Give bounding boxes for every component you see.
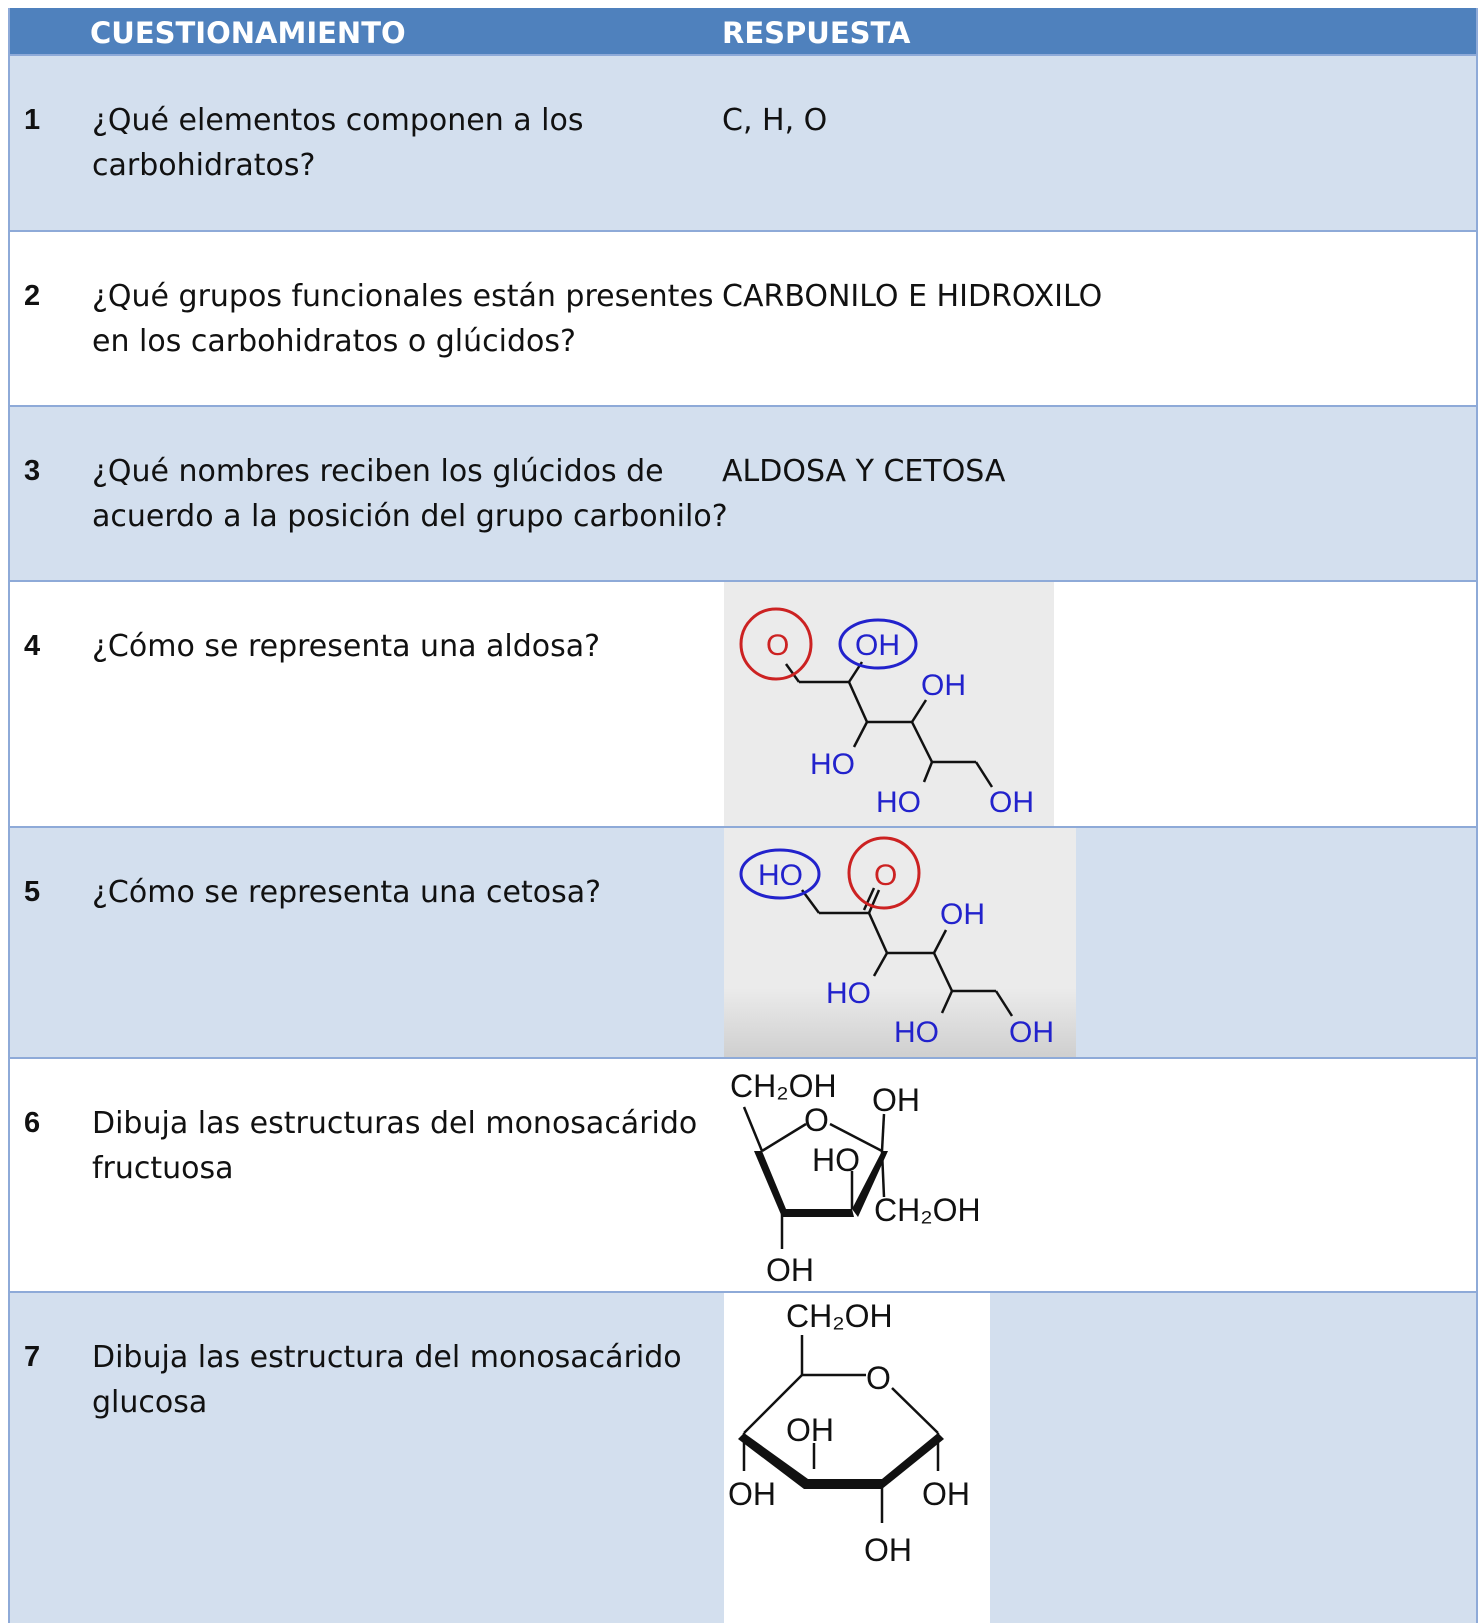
table-row-4: 4 ¿Cómo se representa una aldosa? bbox=[10, 580, 1476, 826]
table-row-7: 7 Dibuja las estructura del monosacárido… bbox=[10, 1291, 1476, 1623]
table-header: CUESTIONAMIENTO RESPUESTA bbox=[10, 8, 1476, 56]
hydroxyl-circle-icon bbox=[838, 618, 918, 670]
atom-label: HO bbox=[758, 859, 803, 892]
row-question: Dibuja las estructura del monosacárido g… bbox=[92, 1340, 682, 1420]
row-number: 3 bbox=[24, 455, 41, 487]
atom-label: OH bbox=[872, 1082, 920, 1118]
row-number: 6 bbox=[24, 1107, 41, 1139]
atom-label: HO bbox=[810, 748, 855, 781]
atom-label: HO bbox=[826, 977, 871, 1010]
atom-label: OH bbox=[864, 1532, 912, 1568]
row-question: ¿Qué elementos componen a los carbohidra… bbox=[92, 103, 584, 183]
atom-label: O bbox=[766, 629, 789, 662]
row-question: ¿Cómo se representa una cetosa? bbox=[92, 875, 602, 910]
questionnaire-table: CUESTIONAMIENTO RESPUESTA 1 ¿Qué element… bbox=[8, 8, 1478, 1623]
row-answer: CARBONILO E HIDROXILO bbox=[722, 279, 1103, 314]
atom-label: CH₂OH bbox=[786, 1298, 893, 1334]
row-question: ¿Cómo se representa una aldosa? bbox=[92, 629, 601, 664]
table-row-2: 2 ¿Qué grupos funcionales están presente… bbox=[10, 230, 1476, 405]
row-number: 4 bbox=[24, 630, 41, 662]
table-row-5: 5 ¿Cómo se representa una cetosa? bbox=[10, 826, 1476, 1057]
atom-label: OH bbox=[922, 1476, 970, 1512]
atom-label: CH₂OH bbox=[730, 1068, 837, 1104]
row-number: 2 bbox=[24, 280, 41, 312]
table-row-1: 1 ¿Qué elementos componen a los carbohid… bbox=[10, 54, 1476, 230]
atom-label: OH bbox=[1009, 1016, 1054, 1049]
atom-label: OH bbox=[766, 1252, 814, 1288]
atom-label: OH bbox=[855, 629, 900, 662]
atom-label: OH bbox=[728, 1476, 776, 1512]
atom-label: HO bbox=[894, 1016, 939, 1049]
table-row-3: 3 ¿Qué nombres reciben los glúcidos de a… bbox=[10, 405, 1476, 580]
atom-label: O bbox=[874, 859, 897, 892]
header-question: CUESTIONAMIENTO bbox=[90, 16, 406, 50]
carbonyl-circle-icon bbox=[847, 836, 921, 910]
atom-label: OH bbox=[940, 898, 985, 931]
atom-label: OH bbox=[786, 1412, 834, 1448]
row-question: ¿Qué nombres reciben los glúcidos de acu… bbox=[92, 454, 728, 534]
row-answer: ALDOSA Y CETOSA bbox=[722, 454, 1006, 489]
table-row-6: 6 Dibuja las estructuras del monosacárid… bbox=[10, 1057, 1476, 1291]
atom-label: OH bbox=[921, 669, 966, 702]
atom-label: CH₂OH bbox=[874, 1192, 981, 1228]
carbonyl-circle-icon bbox=[739, 607, 813, 681]
hydroxyl-circle-icon bbox=[739, 848, 821, 900]
glucosa-structure-image: CH₂OH O OH OH OH OH bbox=[724, 1293, 990, 1623]
aldosa-structure-image: O OH OH HO HO OH bbox=[724, 582, 1054, 826]
cetosa-structure-image: HO O OH HO HO OH bbox=[724, 828, 1076, 1057]
atom-label: HO bbox=[876, 786, 921, 819]
row-number: 7 bbox=[24, 1341, 41, 1373]
row-question: Dibuja las estructuras del monosacárido … bbox=[92, 1106, 698, 1186]
atom-label: O bbox=[804, 1102, 829, 1138]
atom-label: HO bbox=[812, 1142, 860, 1178]
row-question: ¿Qué grupos funcionales están presentes … bbox=[92, 279, 714, 359]
row-number: 1 bbox=[24, 104, 41, 136]
row-answer: C, H, O bbox=[722, 103, 828, 138]
fructosa-structure-image: CH₂OH O OH HO CH₂OH OH bbox=[724, 1059, 1004, 1291]
row-number: 5 bbox=[24, 876, 41, 908]
header-answer: RESPUESTA bbox=[722, 16, 911, 50]
atom-label: O bbox=[866, 1360, 891, 1396]
atom-label: OH bbox=[989, 786, 1034, 819]
